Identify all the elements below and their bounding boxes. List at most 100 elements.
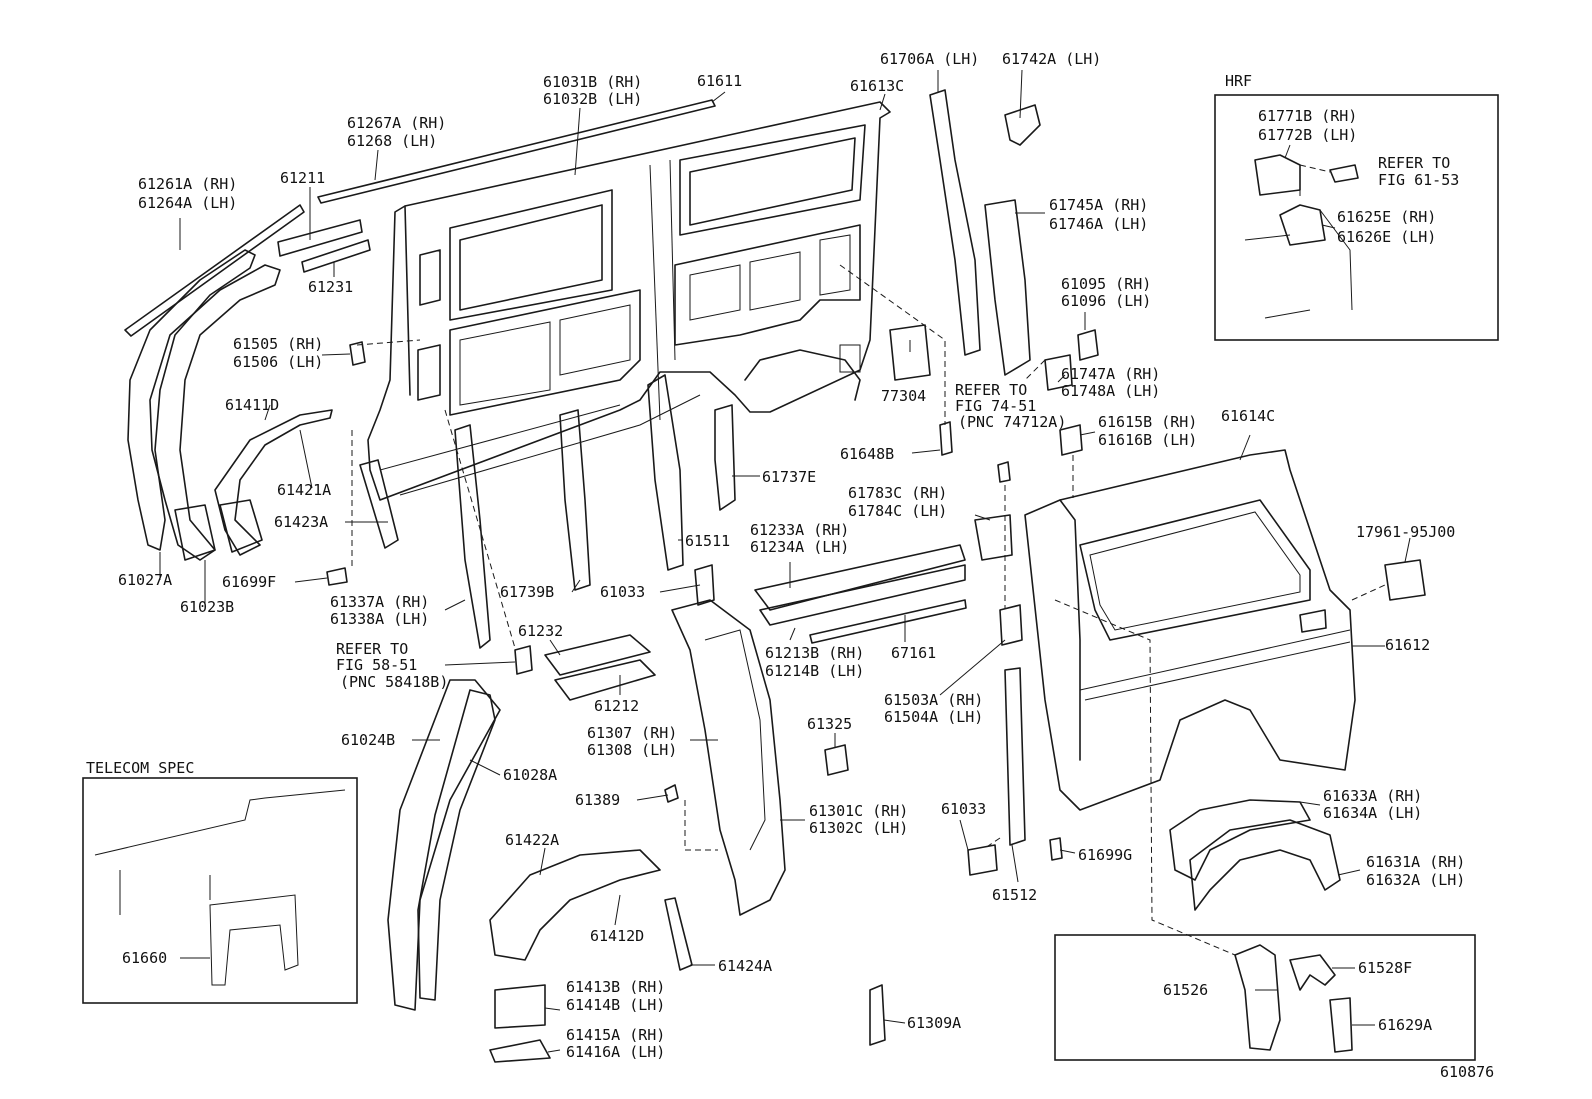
label-77304: 77304: [881, 387, 926, 405]
label-61214b: 61214B (LH): [765, 662, 864, 680]
label-61648b: 61648B: [840, 445, 894, 463]
label-ref58-line2: FIG 58-51: [336, 656, 417, 674]
label-61772b: 61772B (LH): [1258, 126, 1357, 144]
wheel-arch-rear: [1169, 799, 1341, 911]
label-61211: 61211: [280, 169, 325, 187]
label-61511: 61511: [685, 532, 730, 550]
label-61742a: 61742A (LH): [1002, 50, 1101, 68]
label-61213b: 61213B (RH): [765, 644, 864, 662]
label-61096: 61096 (LH): [1061, 292, 1151, 310]
label-61699f: 61699F: [222, 573, 276, 591]
labels: HRF TELECOM SPEC 61706A (LH) 61742A (LH)…: [86, 50, 1494, 1081]
label-61231: 61231: [308, 278, 353, 296]
label-61746a: 61746A (LH): [1049, 215, 1148, 233]
label-61631a: 61631A (RH): [1366, 853, 1465, 871]
label-61414b: 61414B (LH): [566, 996, 665, 1014]
label-61337a: 61337A (RH): [330, 593, 429, 611]
label-61307: 61307 (RH): [587, 724, 677, 742]
label-61415a: 61415A (RH): [566, 1026, 665, 1044]
label-61416a: 61416A (LH): [566, 1043, 665, 1061]
label-67161: 67161: [891, 644, 936, 662]
label-ref74-line1: REFER TO: [955, 381, 1027, 399]
label-ref61-line1: REFER TO: [1378, 154, 1450, 172]
label-61095: 61095 (RH): [1061, 275, 1151, 293]
label-61737e: 61737E: [762, 468, 816, 486]
label-61212: 61212: [594, 697, 639, 715]
label-61309a: 61309A: [907, 1014, 961, 1032]
label-61526: 61526: [1163, 981, 1208, 999]
label-61264a: 61264A (LH): [138, 194, 237, 212]
label-ref58-line1: REFER TO: [336, 640, 408, 658]
label-61629a: 61629A: [1378, 1016, 1432, 1034]
label-61413b: 61413B (RH): [566, 978, 665, 996]
label-61699g: 61699G: [1078, 846, 1132, 864]
label-ref74-line3: (PNC 74712A): [958, 413, 1066, 431]
label-61421a: 61421A: [277, 481, 331, 499]
label-61505: 61505 (RH): [233, 335, 323, 353]
flare-box: [1054, 934, 1476, 1061]
label-61771b: 61771B (RH): [1258, 107, 1357, 125]
label-61634a: 61634A (LH): [1323, 804, 1422, 822]
label-61784c: 61784C (LH): [848, 502, 947, 520]
main-side-panel: [367, 101, 891, 501]
label-61031b: 61031B (RH): [543, 73, 642, 91]
rocker-panels: [544, 544, 967, 701]
label-ref61-line2: FIG 61-53: [1378, 171, 1459, 189]
rear-quarter-panel: [1024, 449, 1426, 811]
label-61748a: 61748A (LH): [1061, 382, 1160, 400]
label-61411d: 61411D: [225, 396, 279, 414]
wheel-arch-front: [489, 744, 886, 1063]
label-61626e: 61626E (LH): [1337, 228, 1436, 246]
label-61615b: 61615B (RH): [1098, 413, 1197, 431]
label-61023b: 61023B: [180, 598, 234, 616]
roof-rails: [124, 99, 716, 337]
label-61033-right: 61033: [941, 800, 986, 818]
label-61506: 61506 (LH): [233, 353, 323, 371]
label-61027a: 61027A: [118, 571, 172, 589]
label-61338a: 61338A (LH): [330, 610, 429, 628]
label-61632a: 61632A (LH): [1366, 871, 1465, 889]
label-61308: 61308 (LH): [587, 741, 677, 759]
label-61389: 61389: [575, 791, 620, 809]
label-61504a: 61504A (LH): [884, 708, 983, 726]
box-title-telecom: TELECOM SPEC: [86, 759, 194, 777]
label-61625e: 61625E (RH): [1337, 208, 1436, 226]
hrf-box: [1214, 94, 1499, 341]
label-61613c: 61613C: [850, 77, 904, 95]
lower-front-pillar: [387, 679, 501, 1011]
rear-pillars: [929, 89, 1099, 456]
label-61512: 61512: [992, 886, 1037, 904]
label-61611: 61611: [697, 72, 742, 90]
label-61234a: 61234A (LH): [750, 538, 849, 556]
label-61267a: 61267A (RH): [347, 114, 446, 132]
label-61783c: 61783C (RH): [848, 484, 947, 502]
label-61424a: 61424A: [718, 957, 772, 975]
label-61268: 61268 (LH): [347, 132, 437, 150]
label-61232: 61232: [518, 622, 563, 640]
telecom-box: [82, 777, 358, 1004]
label-17961: 17961-95J00: [1356, 523, 1455, 541]
label-61423a: 61423A: [274, 513, 328, 531]
label-61747a: 61747A (RH): [1061, 365, 1160, 383]
label-61616b: 61616B (LH): [1098, 431, 1197, 449]
diagram-number: 610876: [1440, 1063, 1494, 1081]
center-brackets: [889, 324, 1063, 876]
dashed-guides: [351, 164, 1386, 956]
label-61528f: 61528F: [1358, 959, 1412, 977]
label-ref74-line2: FIG 74-51: [955, 397, 1036, 415]
label-61302c: 61302C (LH): [809, 819, 908, 837]
rear-lower-panel: [664, 599, 786, 916]
front-pillar-assembly: [127, 249, 399, 586]
label-61660: 61660: [122, 949, 167, 967]
leader-lines: [159, 69, 1411, 1053]
label-61024b: 61024B: [341, 731, 395, 749]
label-61612: 61612: [1385, 636, 1430, 654]
label-61028a: 61028A: [503, 766, 557, 784]
label-61233a: 61233A (RH): [750, 521, 849, 539]
center-pillars: [454, 374, 736, 675]
label-ref58-line3: (PNC 58418B): [340, 673, 448, 691]
label-61614c: 61614C: [1221, 407, 1275, 425]
label-61301c: 61301C (RH): [809, 802, 908, 820]
label-61325: 61325: [807, 715, 852, 733]
